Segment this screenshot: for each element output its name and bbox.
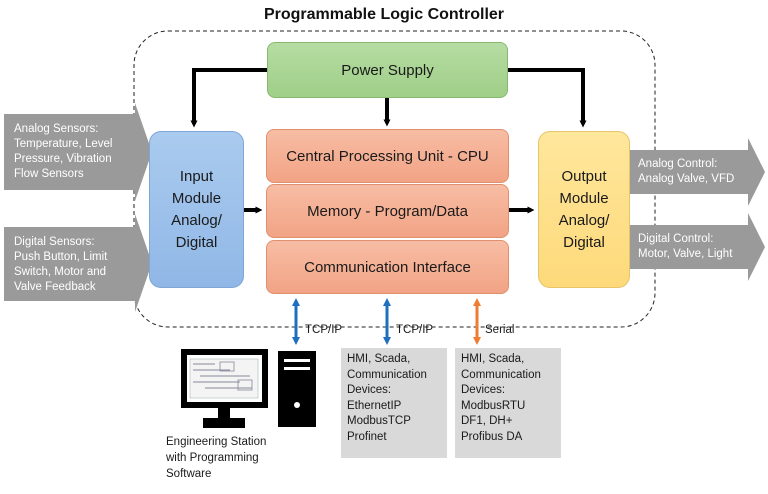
analog-sensors-line: Temperature, Level xyxy=(14,138,113,150)
input-module-line: Module xyxy=(171,189,222,207)
output-module-line: Module xyxy=(559,189,609,207)
analog-control-arrow xyxy=(629,138,765,206)
analog-sensors-line: Flow Sensors xyxy=(14,168,84,180)
devices-tcp-line: Profinet xyxy=(347,430,387,443)
analog-sensors-line: Pressure, Vibration xyxy=(14,153,112,165)
devices-serial-line: Profibus DA xyxy=(461,430,523,443)
digital-control-line: Motor, Valve, Light xyxy=(638,248,733,260)
digital-control-line: Digital Control: xyxy=(638,233,714,245)
computer-tower-icon xyxy=(278,351,316,427)
analog-sensors-arrow xyxy=(4,103,152,201)
analog-control-line: Analog Valve, VFD xyxy=(638,173,735,185)
input-module-line: Analog/ xyxy=(171,211,222,229)
devices-tcp-line: Devices: xyxy=(347,384,392,396)
engineering-station-line: with Programming xyxy=(166,452,259,464)
devices-serial-line: Communication xyxy=(461,368,541,381)
cpu-block: Central Processing Unit - CPU xyxy=(266,129,509,183)
devices-serial-line: Devices: xyxy=(461,384,506,396)
output-module-line: Digital xyxy=(563,233,605,251)
devices-tcp-line: Communication xyxy=(347,368,427,381)
digital-sensors-line: Switch, Motor and xyxy=(14,266,107,278)
digital-sensors-line: Digital Sensors: xyxy=(14,236,95,248)
engineering-station-line: Software xyxy=(166,468,212,480)
analog-control-line: Analog Control: xyxy=(638,158,718,170)
power-to-input-arrow xyxy=(190,68,267,128)
power-supply-block: Power Supply xyxy=(267,42,508,98)
analog-sensors-line: Analog Sensors: xyxy=(14,123,99,135)
tcpip-label-1: TCP/IP xyxy=(305,324,343,336)
output-module-block: Output Module Analog/ Digital xyxy=(538,131,630,288)
communication-interface-block: Communication Interface xyxy=(266,240,509,294)
digital-sensors-label: Digital Sensors: Push Button, Limit Swit… xyxy=(8,235,107,295)
monitor-icon xyxy=(181,349,268,428)
digital-sensors-line: Valve Feedback xyxy=(14,281,96,293)
devices-serial-line: HMI, Scada, xyxy=(461,353,525,365)
output-module-line: Analog/ xyxy=(558,211,610,229)
input-module-line: Input xyxy=(179,167,214,185)
analog-sensors-label: Analog Sensors: Temperature, Level Press… xyxy=(8,122,112,182)
digital-control-arrow xyxy=(629,213,765,281)
diagram-title: Programmable Logic Controller xyxy=(263,6,505,23)
digital-sensors-line: Push Button, Limit xyxy=(14,251,108,263)
devices-tcp-line: HMI, Scada, xyxy=(347,353,411,365)
devices-serial-box: HMI, Scada, Communication Devices: Modbu… xyxy=(455,348,561,458)
digital-control-label: Digital Control: Motor, Valve, Light xyxy=(632,232,732,262)
devices-tcp-line: EthernetIP xyxy=(347,399,402,412)
serial-label: Serial xyxy=(485,324,515,336)
power-to-output-arrow xyxy=(508,68,587,128)
analog-control-label: Analog Control: Analog Valve, VFD xyxy=(632,157,734,187)
devices-tcp-line: ModbusTCP xyxy=(347,415,411,427)
input-module-block: Input Module Analog/ Digital xyxy=(149,131,244,288)
devices-serial-line: DF1, DH+ xyxy=(461,415,513,427)
output-module-line: Output xyxy=(561,167,607,185)
engineering-station-label: Engineering Station with Programming Sof… xyxy=(166,434,266,482)
input-module-line: Digital xyxy=(175,233,218,251)
devices-serial-line: ModbusRTU xyxy=(461,399,526,412)
devices-tcp-box: HMI, Scada, Communication Devices: Ether… xyxy=(341,348,447,458)
tcpip-label-2: TCP/IP xyxy=(396,324,434,336)
memory-block: Memory - Program/Data xyxy=(266,184,509,238)
engineering-station-line: Engineering Station xyxy=(166,436,267,448)
digital-sensors-arrow xyxy=(4,214,152,312)
